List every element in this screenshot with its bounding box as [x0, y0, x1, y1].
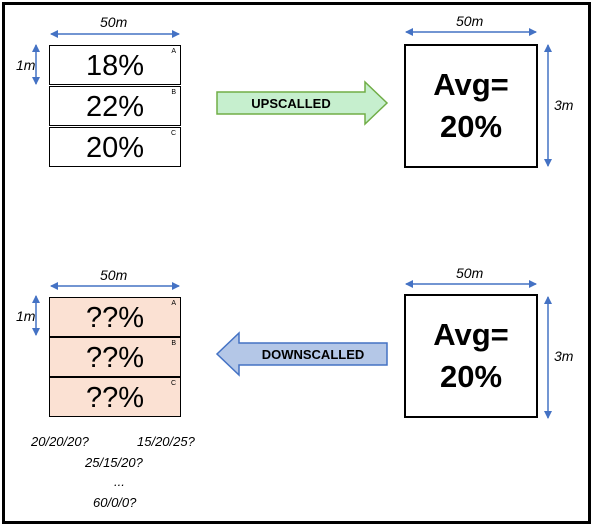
bottom-grid-cell-b-corner: B: [171, 340, 176, 347]
bottom-grid-row-height-label: 1m: [16, 308, 36, 324]
bottom-grid-cell-a: ??% A: [49, 297, 181, 337]
bottom-average-label: Avg=: [433, 317, 509, 352]
bottom-grid-cell-b: ??% B: [49, 337, 181, 377]
bottom-grid-cell-a-corner: A: [171, 300, 176, 307]
top-grid-cell-a: 18% A: [49, 45, 181, 85]
guess-option: 60/0/0?: [93, 495, 137, 510]
upscale-arrow-label: UPSCALLED: [251, 95, 331, 111]
bottom-grid-width-label: 50m: [100, 267, 128, 283]
top-grid-cell-c-value: 20%: [85, 132, 145, 164]
downscale-arrow-label: DOWNSCALLED: [261, 346, 365, 362]
top-grid-width-label: 50m: [100, 14, 128, 30]
bottom-grid-cell-b-value: ??%: [85, 342, 145, 374]
bottom-average-value: 20%: [439, 359, 503, 394]
bottom-grid-cell-a-value: ??%: [85, 302, 145, 334]
top-grid-cell-a-value: 18%: [85, 50, 145, 82]
top-block-height-label: 3m: [554, 97, 574, 113]
top-average-value: 20%: [439, 109, 503, 144]
bottom-grid-cell-c: ??% C: [49, 377, 181, 417]
guess-ellipsis: ...: [114, 474, 125, 489]
bottom-block-height-label: 3m: [554, 348, 574, 364]
top-grid-cell-a-corner: A: [171, 48, 176, 55]
top-grid-cell-c-corner: C: [170, 130, 176, 137]
guess-option: 25/15/20?: [85, 455, 143, 470]
top-grid-row-height-label: 1m: [16, 57, 36, 73]
guess-option: 20/20/20?: [31, 434, 89, 449]
downscale-arrow: [215, 331, 388, 377]
bottom-average-block: Avg= 20%: [404, 294, 538, 418]
bottom-grid-cell-c-value: ??%: [85, 382, 145, 414]
top-grid-cell-c: 20% C: [49, 127, 181, 167]
top-grid-cell-b-value: 22%: [85, 91, 145, 123]
top-average-label: Avg=: [433, 67, 509, 102]
top-grid-cell-b: 22% B: [49, 86, 181, 126]
bottom-block-width-label: 50m: [456, 265, 484, 281]
guess-option: 15/20/25?: [137, 434, 195, 449]
top-average-block: Avg= 20%: [404, 44, 538, 168]
top-grid-cell-b-corner: B: [171, 89, 176, 96]
top-block-width-label: 50m: [456, 13, 484, 29]
bottom-grid-cell-c-corner: C: [170, 380, 176, 387]
upscale-arrow: [216, 80, 389, 126]
